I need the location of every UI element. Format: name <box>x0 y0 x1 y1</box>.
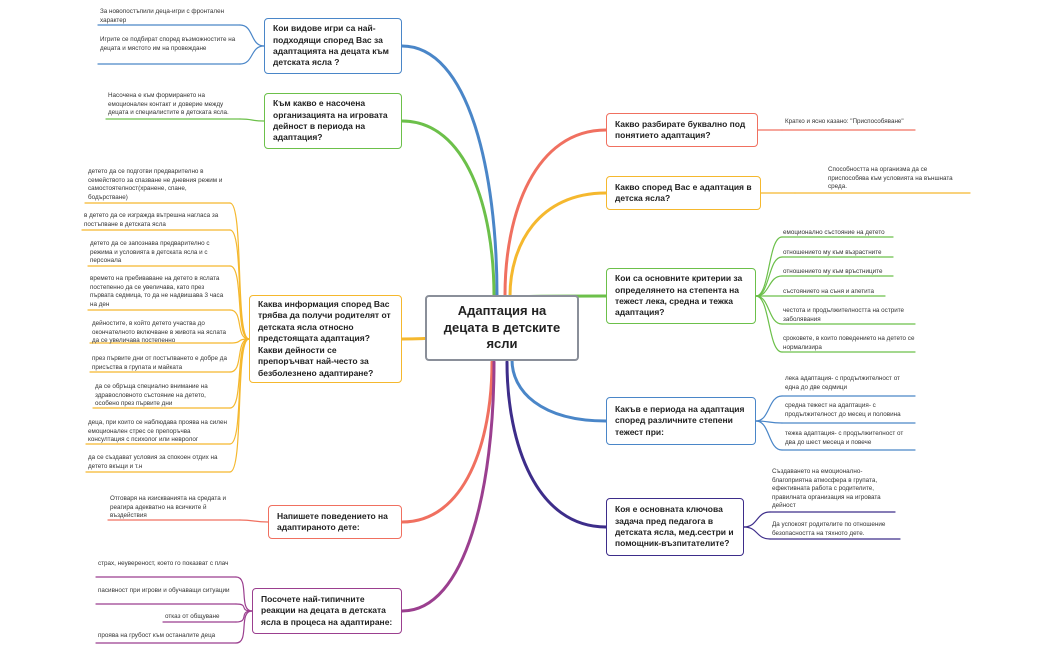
branch-line-adaptation-nursery <box>508 191 608 298</box>
topic-parents-info[interactable]: Каква информация според Вас трябва да по… <box>249 295 402 383</box>
leaf-parents-5: дейностите, в който детето участва до ок… <box>92 320 227 344</box>
leaf-criteria-2: отношението му към възрастните <box>783 249 882 256</box>
topic-games[interactable]: Кои видове игри са най-подходящи според … <box>264 18 402 74</box>
leaf-reactions-4: проява на грубост към останалите деца <box>98 632 216 639</box>
leaf-connector <box>239 519 269 523</box>
leaf-connector <box>743 511 771 528</box>
leaf-parents-7: да се обръща специално внимание на здрав… <box>95 383 208 407</box>
leaf-parents-8: деца, при които се наблюдава проява на с… <box>88 419 227 443</box>
leaf-key-task-2: Да успокоят родителите по отношение безо… <box>772 521 886 537</box>
branch-line-key-task <box>505 360 608 529</box>
leaf-games-1: За новопостъпили деца-игри с фронтален х… <box>100 8 225 24</box>
leaf-reactions-2: пасивност при игрови и обучаващи ситуаци… <box>98 587 230 594</box>
leaf-connector <box>755 420 783 451</box>
topic-period[interactable]: Какъв е периода на адаптация според разл… <box>606 397 756 445</box>
leaf-parents-4: времето на пребиваване на детето в яслат… <box>90 275 224 308</box>
leaf-connector <box>235 576 253 612</box>
leaf-criteria-5: честота и продължителността на острите з… <box>783 307 905 323</box>
leaf-parents-3: детето да се запознава предварително с р… <box>90 240 210 264</box>
leaf-criteria-3: отношението му към връстниците <box>783 268 883 275</box>
topic-key-task[interactable]: Коя е основната ключова задача пред педа… <box>606 498 744 556</box>
leaf-criteria-1: емоционално състояние на детето <box>783 229 885 236</box>
leaf-connector <box>755 295 783 353</box>
branch-line-period <box>510 358 608 423</box>
topic-criteria[interactable]: Кои са основните критерии за определянет… <box>606 268 756 324</box>
branch-line-game-activity <box>400 119 496 298</box>
topic-adaptation-nursery[interactable]: Какво според Вас е адаптация в детска яс… <box>606 176 761 210</box>
topic-game-activity[interactable]: Към какво е насочена организацията на иг… <box>264 93 402 149</box>
leaf-adaptation-nursery: Способността на организма да се приспосо… <box>828 166 953 190</box>
leaf-parents-1: детето да се подготви предварително в се… <box>88 168 223 201</box>
leaf-connector <box>755 256 783 297</box>
leaf-connector <box>755 395 783 422</box>
leaf-criteria-4: състоянието на съня и апетита <box>783 288 874 295</box>
leaf-reactions-1: страх, неувереност, което го показват с … <box>98 560 229 567</box>
leaf-connector <box>755 275 783 297</box>
branch-line-reactions <box>400 360 496 613</box>
leaf-games-2: Игрите се подбират според възможностите … <box>100 36 236 52</box>
topic-behavior[interactable]: Напишете поведението на адаптираното дет… <box>268 505 402 539</box>
topic-reactions[interactable]: Посочете най-типичните реакции на децата… <box>252 588 402 634</box>
leaf-connector <box>239 24 265 47</box>
leaf-connector <box>229 202 250 340</box>
leaf-connector <box>229 309 250 340</box>
leaf-game-activity-1: Насочена е към формирането на емоционале… <box>108 92 229 116</box>
leaf-connector <box>239 45 265 65</box>
leaf-period-3: тежка адаптация- с продължителност от дв… <box>785 430 904 446</box>
topic-adaptation-meaning[interactable]: Какво разбирате буквално под понятието а… <box>606 113 758 147</box>
leaf-period-1: лека адаптация- с продължителност от едн… <box>785 375 900 391</box>
leaf-connector <box>239 118 265 122</box>
leaf-connector <box>235 610 253 644</box>
leaf-connector <box>235 610 253 623</box>
leaf-connector <box>755 295 783 325</box>
leaf-adaptation-meaning: Кратко и ясно казано: "Приспособяване" <box>785 118 904 125</box>
branch-line-adaptation-meaning <box>503 128 608 297</box>
leaf-connector <box>743 526 771 540</box>
branch-line-behavior <box>400 360 494 524</box>
leaf-connector <box>229 265 250 340</box>
leaf-parents-9: да се създават условия за спокоен отдих … <box>88 454 218 470</box>
leaf-period-2: средна тежест на адаптация- с продължите… <box>785 402 901 418</box>
leaf-criteria-6: сроковете, в които поведението на детето… <box>783 335 915 351</box>
central-topic[interactable]: Адаптация на децата в детските ясли <box>425 295 579 361</box>
leaf-parents-6: през първите дни от постъпването е добре… <box>92 355 227 371</box>
branch-line-games <box>400 44 499 298</box>
leaf-connector <box>229 229 250 340</box>
leaf-parents-2: в детето да се изгражда вътрешна нагласа… <box>84 212 219 228</box>
leaf-reactions-3: отказ от общуване <box>165 613 220 620</box>
leaf-key-task-1: Създаването на емоционално-благоприятна … <box>772 468 881 509</box>
leaf-connector <box>229 338 250 473</box>
leaf-behavior-1: Отговаря на изискванията на средата и ре… <box>110 495 226 519</box>
